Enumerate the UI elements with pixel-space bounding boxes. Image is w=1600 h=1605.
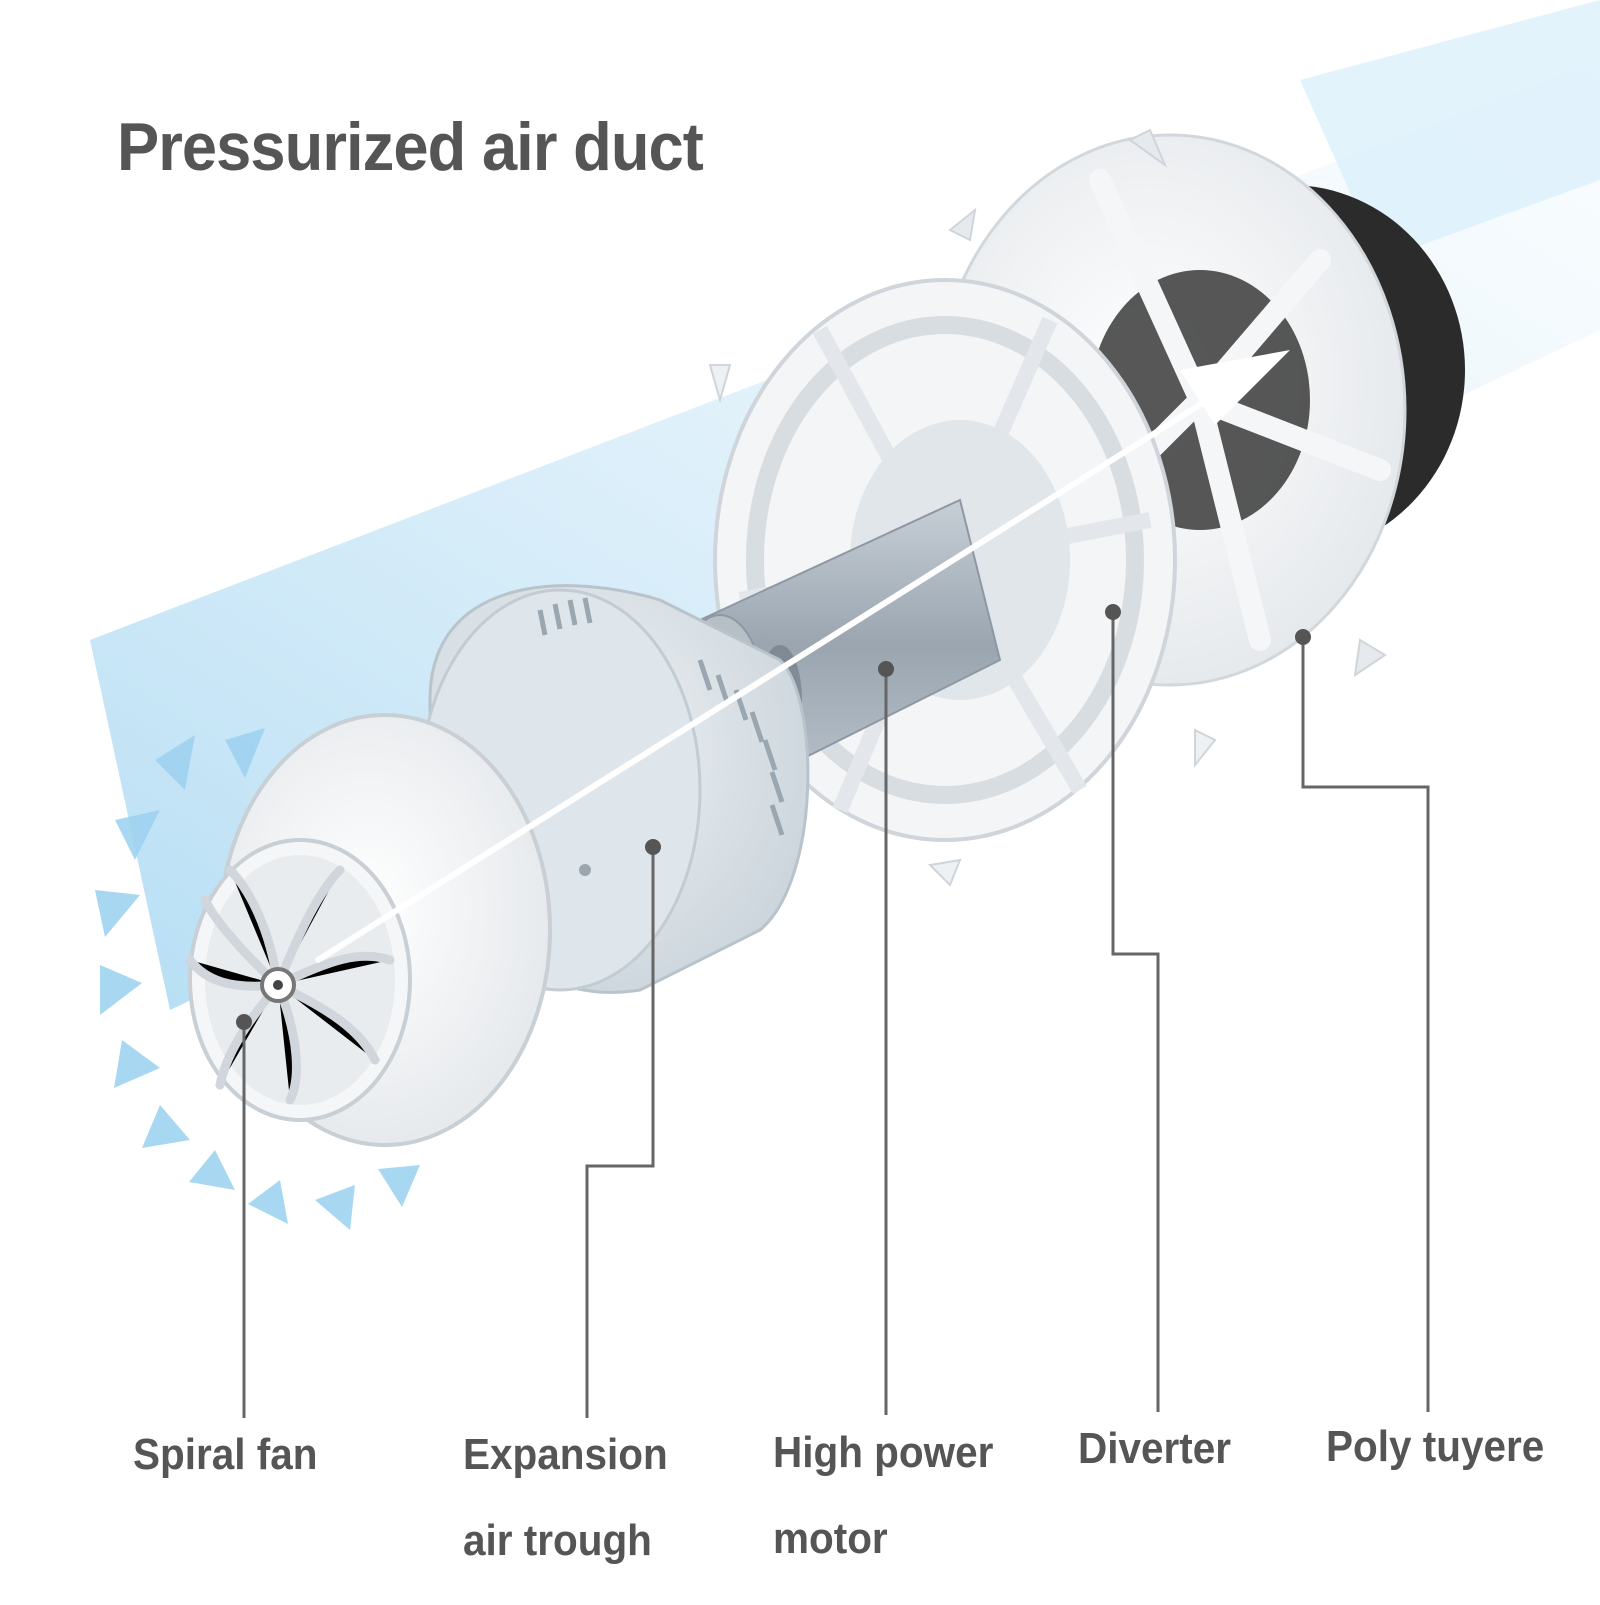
label-expansion-line-1: Expansion <box>463 1430 668 1479</box>
leader-dots <box>236 604 1311 1030</box>
label-diverter-line-1: Diverter <box>1078 1424 1232 1473</box>
dot-spiral-fan <box>236 1014 252 1030</box>
label-motor-line-1: High power <box>773 1428 994 1477</box>
label-diverter: Diverter <box>1078 1406 1231 1492</box>
label-motor-line-2: motor <box>773 1514 888 1563</box>
leader-expansion <box>585 847 655 1418</box>
diagram-title: Pressurized air duct <box>117 109 704 185</box>
airflow-swirl <box>95 728 420 1230</box>
airflow-arrow <box>315 350 1290 963</box>
dot-diverter <box>1105 604 1121 620</box>
dot-motor <box>878 661 894 677</box>
leader-lines <box>242 612 1430 1418</box>
leader-diverter <box>1111 612 1160 1412</box>
label-high-power-motor: High power motor <box>773 1410 993 1582</box>
label-poly-tuyere: Poly tuyere <box>1326 1404 1544 1490</box>
label-tuyere-line-1: Poly tuyere <box>1326 1422 1545 1471</box>
label-expansion-air-trough: Expansion air trough <box>463 1412 668 1584</box>
label-spiral-fan-line-1: Spiral fan <box>133 1430 318 1479</box>
dot-expansion <box>645 839 661 855</box>
label-spiral-fan: Spiral fan <box>133 1412 317 1498</box>
dot-tuyere <box>1295 629 1311 645</box>
leader-tuyere <box>1301 637 1430 1412</box>
label-expansion-line-2: air trough <box>463 1516 652 1565</box>
